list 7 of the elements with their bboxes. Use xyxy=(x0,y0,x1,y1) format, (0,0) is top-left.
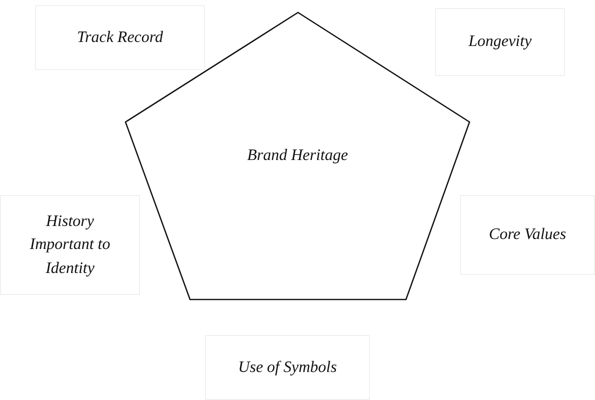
node-label: Core Values xyxy=(488,225,566,246)
node-label: History Important to Identity xyxy=(28,212,112,279)
node-label: Track Record xyxy=(76,28,164,48)
node-label: Use of Symbols xyxy=(238,358,337,378)
node-label: Brand Heritage xyxy=(247,146,348,166)
text-box xyxy=(35,5,205,70)
node-label: Longevity xyxy=(468,32,532,52)
